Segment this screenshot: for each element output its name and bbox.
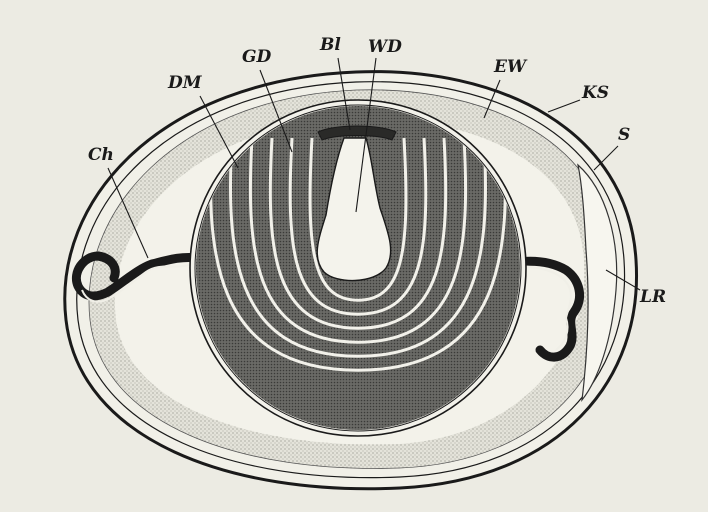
label-dm: DM	[167, 73, 203, 93]
label-ew: EW	[493, 57, 528, 77]
right-chalaza	[513, 256, 585, 362]
left-chalaza	[72, 251, 203, 301]
right-chalaza-twist	[521, 265, 572, 351]
label-s: S	[618, 125, 630, 145]
blastoderm	[317, 125, 397, 141]
yolk-band	[228, 137, 488, 358]
white-yolk-core	[316, 137, 392, 282]
label-wd: WD	[368, 37, 402, 57]
yolk-band	[248, 137, 468, 344]
label-ch: Ch	[88, 145, 114, 165]
label-bl: Bl	[319, 35, 341, 55]
label-gd: GD	[242, 47, 272, 67]
yolk-band	[308, 137, 408, 302]
label-ks: KS	[581, 83, 609, 103]
yolk-band	[209, 137, 507, 372]
yolk-band	[288, 137, 428, 316]
shell-membrane	[76, 81, 626, 479]
leader-lines	[107, 57, 641, 291]
yolk-band	[268, 137, 448, 330]
vitelline-membrane-inner	[194, 104, 522, 432]
left-chalaza-twist	[81, 263, 193, 303]
yolk-layers	[209, 137, 507, 372]
air-chamber	[577, 163, 618, 403]
label-lr: LR	[639, 287, 666, 307]
